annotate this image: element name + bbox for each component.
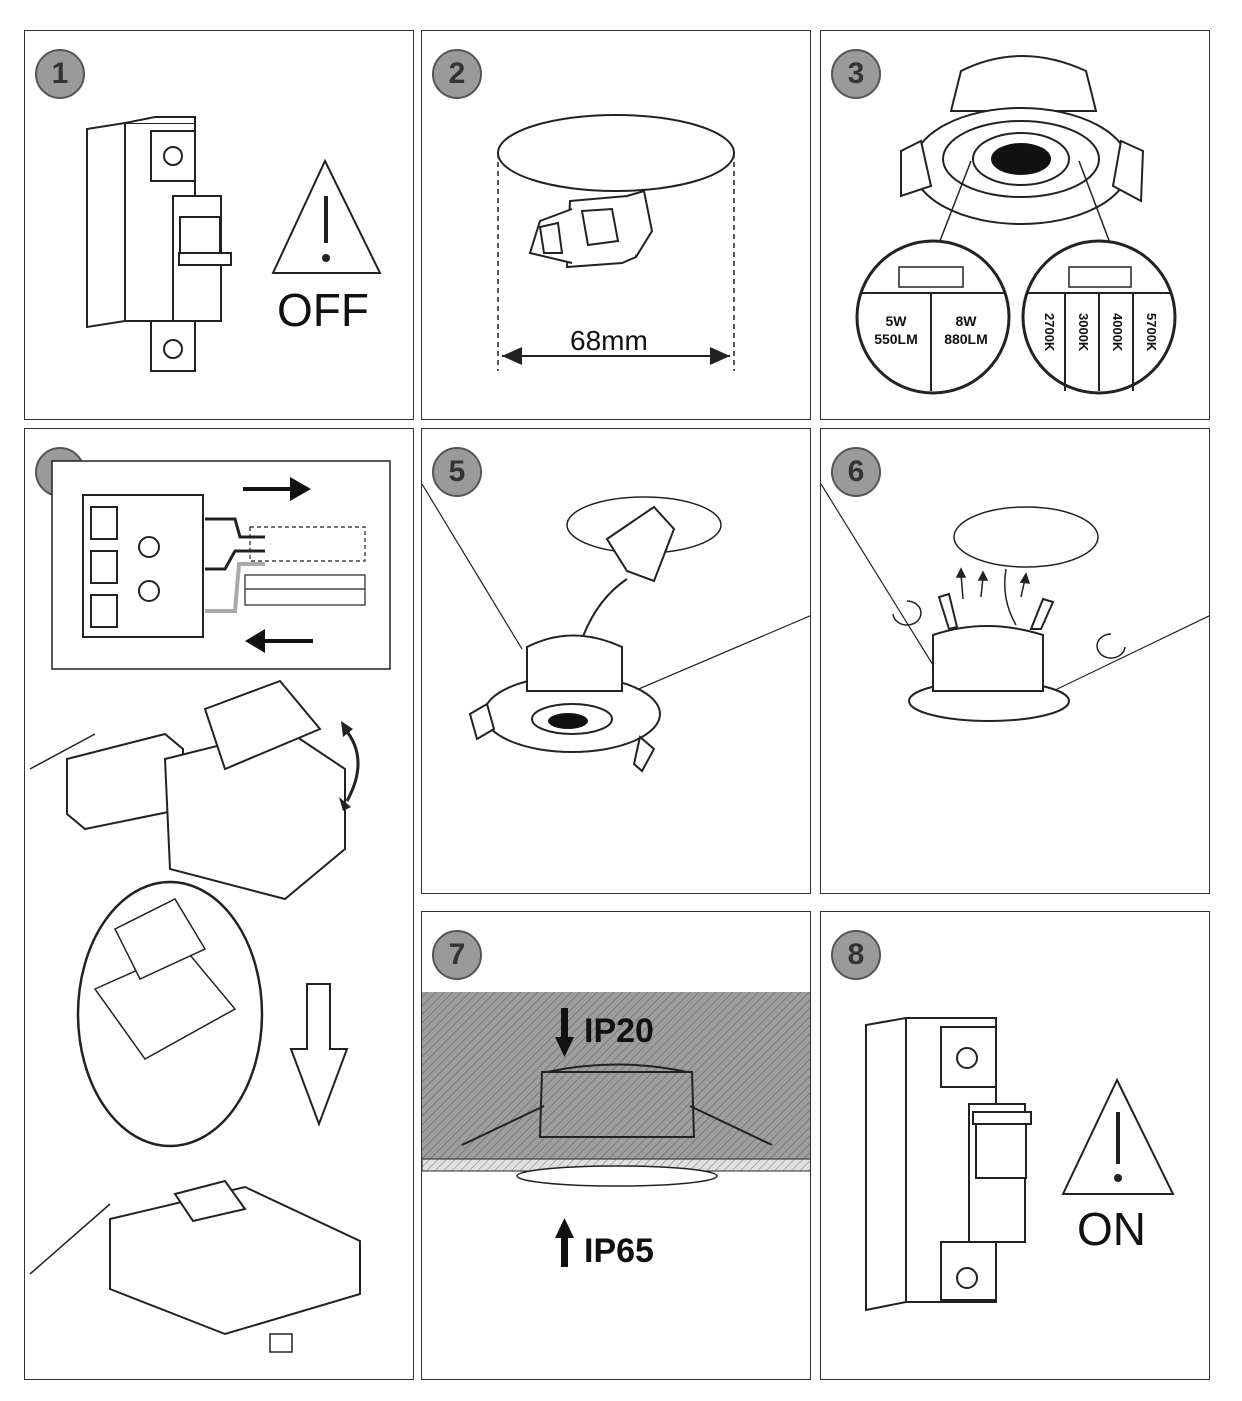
step-1-panel: 1 OFF [24,30,414,420]
arrow-up-icon [555,1218,574,1267]
step-8-panel: 8 ON [820,911,1210,1380]
step-3-panel: 3 5W 550LM 8W 880LM 2700K 3000K 4000K 57… [820,30,1210,420]
led-lens-icon [991,143,1051,175]
circuit-breaker-on-illustration [865,1017,1175,1312]
step-4-panel: 4 [24,428,414,1380]
circuit-breaker-off-illustration [86,116,382,372]
step-number-badge: 8 [831,930,881,980]
power-setting-5w: 5W 550LM [874,313,918,347]
driver-insertion-illustration [422,483,810,773]
on-label: ON [1077,1203,1146,1255]
step-number-badge: 2 [432,49,482,99]
off-label: OFF [277,284,369,336]
step-number-badge: 6 [831,447,881,497]
spring-clip-mounting-illustration [821,483,1209,722]
step-6-panel: 6 [820,428,1210,894]
ip65-rating-label: IP65 [584,1232,654,1270]
ip-rating-section-illustration [422,992,810,1267]
step-number-badge: 7 [432,930,482,980]
step-7-panel: 7 IP20 IP65 [421,911,811,1380]
cct-setting-5700k: 5700K [1144,313,1159,352]
rotate-icon [1096,633,1126,659]
power-setting-8w: 8W 880LM [944,313,988,347]
cct-setting-3000k: 3000K [1076,313,1091,352]
cutout-dimension-label: 68mm [570,325,648,356]
cutout-hole-illustration [497,114,735,371]
ip20-rating-label: IP20 [584,1012,654,1050]
step-number-badge: 5 [432,447,482,497]
saw-icon [528,189,654,269]
arrow-down-icon [555,1008,574,1057]
led-lens-icon [548,713,588,729]
wiring-connector-illustration [29,460,391,1353]
arrow-right-icon [243,477,311,501]
power-switch-zoom-circle [855,239,1011,395]
step-number-badge: 1 [35,49,85,99]
step-5-panel: 5 [421,428,811,894]
step-2-panel: 2 68mm [421,30,811,420]
cct-setting-2700k: 2700K [1042,313,1057,352]
rotate-icon [892,600,922,626]
downlight-switch-settings-illustration [855,55,1177,395]
cct-setting-4000k: 4000K [1110,313,1125,352]
arrow-left-icon [245,629,313,653]
step-number-badge: 3 [831,49,881,99]
arrow-down-icon [289,983,349,1127]
